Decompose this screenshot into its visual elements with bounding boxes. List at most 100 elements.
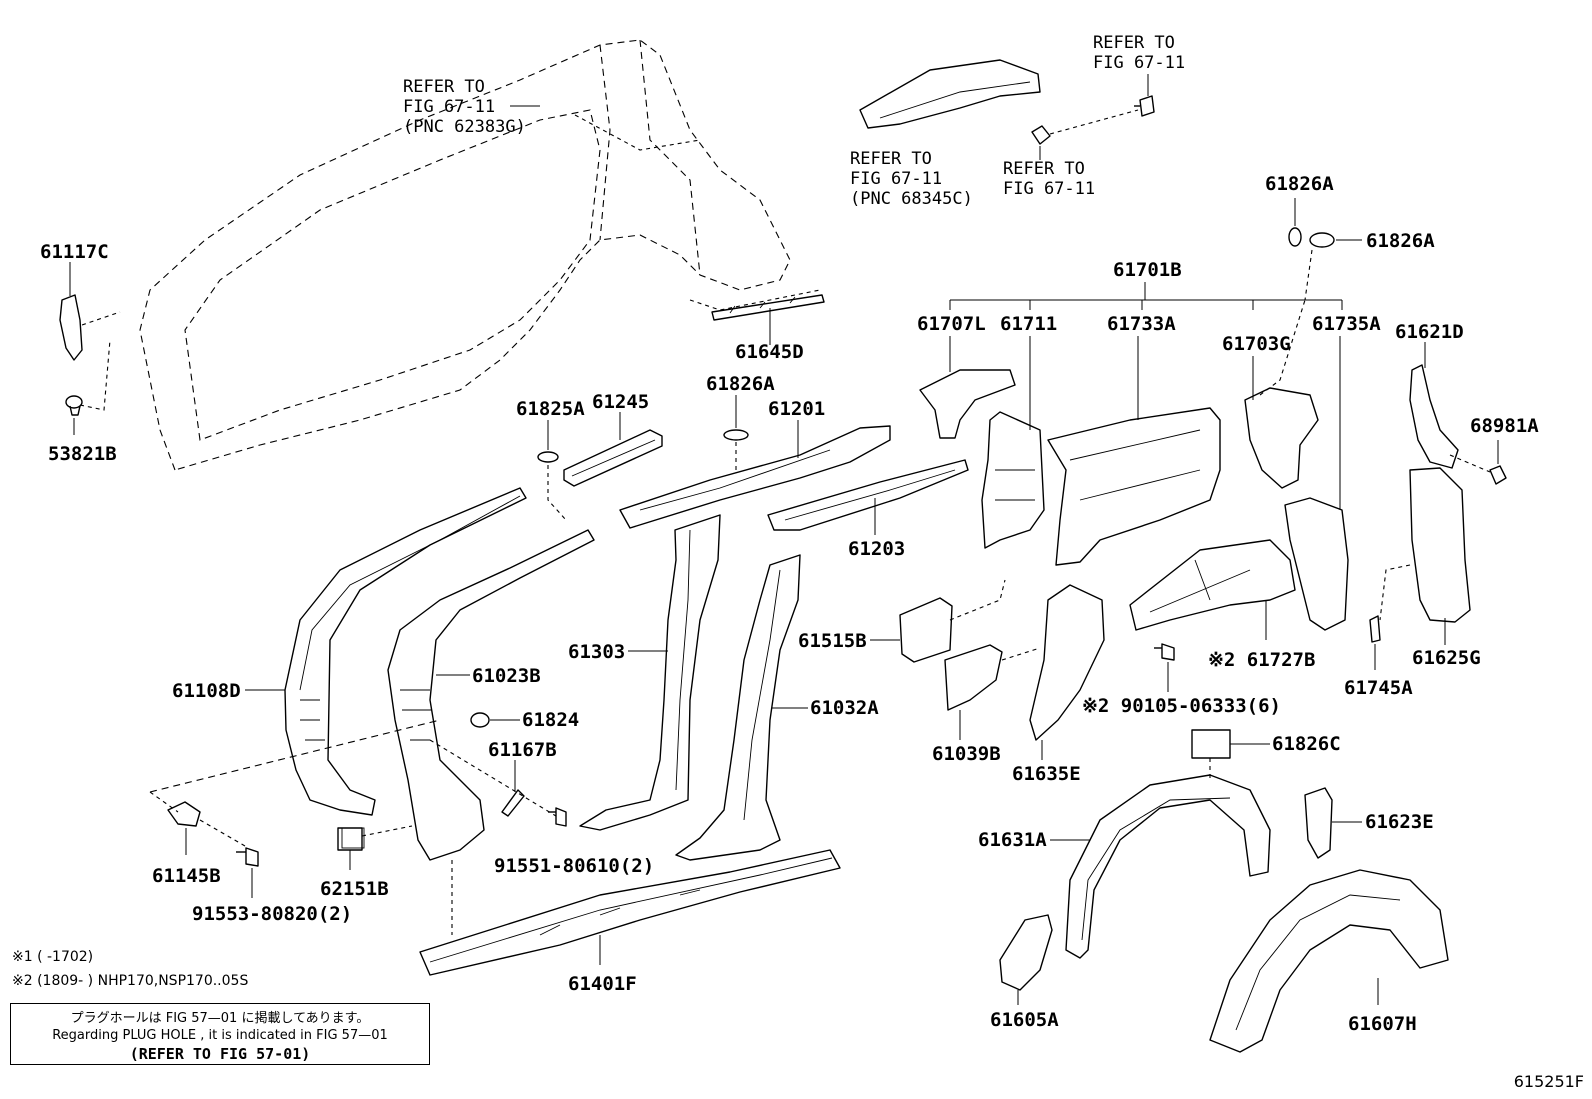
part-61826A-top-plug: [1288, 227, 1302, 247]
label-61203: 61203: [848, 538, 905, 560]
ref-midright-line2: FIG 67-11: [1003, 179, 1095, 199]
ref-mid-line2: FIG 67-11: [850, 169, 942, 189]
part-61621D-extension: [1409, 364, 1459, 469]
label-61826C: 61826C: [1272, 733, 1341, 755]
ref-midright-line1: REFER TO: [1003, 159, 1085, 179]
label-61745A: 61745A: [1344, 677, 1413, 699]
label-61145B: 61145B: [152, 865, 221, 887]
part-61117C-bracket: [59, 294, 83, 361]
label-61727B: ※2 61727B: [1208, 649, 1315, 671]
label-61023B: 61023B: [472, 665, 541, 687]
part-91551-bolt: [548, 807, 567, 827]
part-61303-center-pillar: [579, 514, 721, 831]
part-61039B-bracket: [944, 644, 1003, 711]
label-61167B: 61167B: [488, 739, 557, 761]
label-62151B: 62151B: [320, 878, 389, 900]
label-61826A-mid: 61826A: [706, 373, 775, 395]
label-61824: 61824: [522, 709, 579, 731]
part-61623E-bracket: [1304, 787, 1333, 859]
part-top-bolt: [1134, 95, 1155, 117]
label-91553: 91553-80820(2): [192, 903, 352, 925]
ref-mid-line1: REFER TO: [850, 149, 932, 169]
part-61727B-brace: [1129, 539, 1296, 631]
note-2: ※2 (1809- ) NHP170,NSP170..05S: [12, 973, 248, 989]
part-61108D-pillar-outer: [284, 487, 527, 816]
label-61605A: 61605A: [990, 1009, 1059, 1031]
ref-left-line2: FIG 67-11: [403, 97, 495, 117]
part-61826A-mid-plug: [723, 429, 749, 441]
ref-left-line1: REFER TO: [403, 77, 485, 97]
part-61826A-top2-plug: [1309, 232, 1335, 248]
note-1: ※1 ( -1702): [12, 949, 93, 965]
plug-note-english: Regarding PLUG HOLE , it is indicated in…: [52, 1028, 388, 1043]
label-68981A: 68981A: [1470, 415, 1539, 437]
label-61635E: 61635E: [1012, 763, 1081, 785]
part-61607H-wheel-house-inner: [1209, 869, 1449, 1053]
label-61401F: 61401F: [568, 973, 637, 995]
label-61826A-top2: 61826A: [1366, 230, 1435, 252]
label-61625G: 61625G: [1412, 647, 1481, 669]
part-91553-bolt: [236, 847, 259, 867]
part-61145B-bracket: [167, 801, 201, 827]
part-53821B-clip: [65, 395, 83, 416]
part-quarter-roof-bracket: [859, 59, 1041, 129]
plug-hole-note-box: プラグホールは FIG 57—01 に掲載してあります。 Regarding P…: [10, 1003, 430, 1065]
part-61703G-extension: [1244, 387, 1319, 489]
part-61625G-panel: [1409, 467, 1471, 623]
label-61733A: 61733A: [1107, 313, 1176, 335]
part-61645D-strip: [711, 294, 825, 321]
ref-mid-line3: (PNC 68345C): [850, 189, 973, 209]
part-61825A-plug: [537, 451, 559, 463]
part-61745A-bracket: [1369, 615, 1381, 643]
label-61032A: 61032A: [810, 697, 879, 719]
figure-code: 615251F: [1513, 1072, 1584, 1091]
part-top-clip: [1031, 125, 1051, 145]
part-61167B-bracket: [501, 789, 525, 817]
label-61701B: 61701B: [1113, 259, 1182, 281]
label-61711: 61711: [1000, 313, 1057, 335]
label-61607H: 61607H: [1348, 1013, 1417, 1035]
plug-note-japanese: プラグホールは FIG 57—01 に掲載してあります。: [70, 1011, 370, 1026]
label-61245: 61245: [592, 391, 649, 413]
part-61515B-cover: [899, 597, 953, 663]
part-61605A-bracket: [999, 914, 1053, 991]
part-61735A-reinforcement: [1284, 497, 1349, 631]
label-91551: 91551-80610(2): [494, 855, 654, 877]
label-61623E: 61623E: [1365, 811, 1434, 833]
label-61515B: 61515B: [798, 630, 867, 652]
ref-topright-line2: FIG 67-11: [1093, 53, 1185, 73]
ref-topright-line1: REFER TO: [1093, 33, 1175, 53]
part-61401F-rocker-panel: [419, 849, 841, 976]
label-61735A: 61735A: [1312, 313, 1381, 335]
label-61645D: 61645D: [735, 341, 804, 363]
part-61733A-quarter-inner: [1047, 407, 1221, 566]
label-61621D: 61621D: [1395, 321, 1464, 343]
label-61703G: 61703G: [1222, 333, 1291, 355]
part-61203-rail: [767, 459, 969, 531]
label-61631A: 61631A: [978, 829, 1047, 851]
part-61635E-panel: [1029, 584, 1105, 741]
part-61711-panel: [981, 411, 1045, 549]
label-61707L: 61707L: [917, 313, 986, 335]
part-61631A-wheel-house: [1065, 774, 1271, 959]
label-61201: 61201: [768, 398, 825, 420]
label-53821B: 53821B: [48, 443, 117, 465]
part-90105-bolt: [1154, 643, 1175, 661]
label-61303: 61303: [568, 641, 625, 663]
body-side-outer-panel: [139, 39, 821, 471]
label-61825A: 61825A: [516, 398, 585, 420]
part-68981A-clip: [1489, 465, 1507, 485]
label-61108D: 61108D: [172, 680, 241, 702]
label-61039B: 61039B: [932, 743, 1001, 765]
part-61245-reinforcement: [563, 429, 663, 487]
label-61826A-top: 61826A: [1265, 173, 1334, 195]
plug-note-reference: (REFER TO FIG 57-01): [129, 1045, 311, 1063]
part-61032A-center-pillar-inner: [675, 554, 801, 861]
part-61824-plug: [470, 712, 490, 728]
part-61826C-pad: [1191, 729, 1231, 759]
part-61707L-bracket: [919, 369, 1016, 439]
ref-left-line3: (PNC 62383G): [403, 117, 526, 137]
part-61201-rail: [619, 425, 891, 529]
label-90105: ※2 90105-06333(6): [1082, 695, 1281, 717]
